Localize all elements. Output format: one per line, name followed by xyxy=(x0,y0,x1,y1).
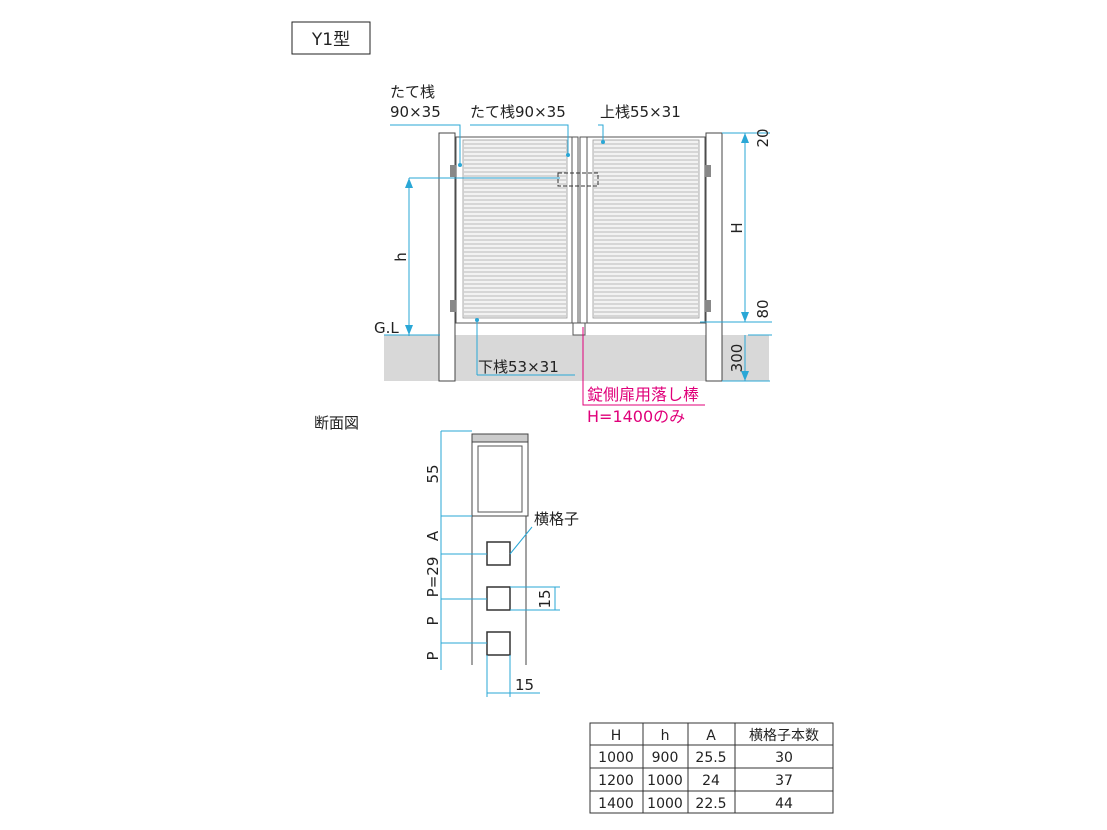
section-title: 断面図 xyxy=(314,414,359,432)
dot-icon xyxy=(566,153,570,157)
table-header: h xyxy=(661,728,670,744)
label-top-rail: 上桟55×31 xyxy=(600,103,681,121)
table-cell: 22.5 xyxy=(695,796,726,812)
table-cell: 30 xyxy=(775,750,793,766)
table-cell: 25.5 xyxy=(695,750,726,766)
spec-table: H h A 横格子本数 1000 900 25.5 30 1200 1000 2… xyxy=(589,722,834,814)
table-cell: 1000 xyxy=(598,750,634,766)
horizontal-slats xyxy=(464,143,698,317)
table-header: H xyxy=(611,728,622,744)
slat-section xyxy=(486,541,511,566)
label-h: h xyxy=(392,252,410,262)
arrow-icon xyxy=(741,312,749,322)
table-header: A xyxy=(706,728,716,744)
arrow-icon xyxy=(741,133,749,143)
title: Y1型 xyxy=(311,30,350,50)
label-mid-post: たて桟90×35 xyxy=(470,103,566,121)
label-dim-15-horizontal: 15 xyxy=(515,676,534,694)
label-dim-15-vertical: 15 xyxy=(536,589,554,608)
top-rail-cap xyxy=(471,433,529,443)
arrow-icon xyxy=(405,325,413,335)
title-box xyxy=(291,21,371,55)
leader-slat xyxy=(509,526,533,555)
right-post xyxy=(705,132,723,382)
left-slat-panel xyxy=(462,139,568,319)
table-cell: 24 xyxy=(702,773,720,789)
table-header: 横格子本数 xyxy=(749,728,819,744)
label-bottom-rail: 下桟53×31 xyxy=(478,358,559,376)
label-dim-80: 80 xyxy=(754,299,772,318)
hinge-icon xyxy=(705,165,711,177)
top-rail-inner xyxy=(477,445,523,513)
hinge-icon xyxy=(450,300,456,312)
leader-left-post xyxy=(390,124,461,165)
slat-section xyxy=(486,586,511,611)
label-H: H xyxy=(728,222,746,233)
arrow-icon xyxy=(405,178,413,188)
hinge-icon xyxy=(705,300,711,312)
drop-rod-foot xyxy=(572,322,586,336)
label-dim-p1: P xyxy=(424,616,442,625)
label-dim-A: A xyxy=(424,530,442,541)
label-slat: 横格子 xyxy=(534,510,579,528)
leader-drop-rod xyxy=(582,327,705,406)
dot-icon xyxy=(475,318,479,322)
label-left-post-line2: 90×35 xyxy=(390,103,441,121)
label-gl: G.L xyxy=(374,319,399,337)
arrow-icon xyxy=(741,371,749,381)
table-cell: 1400 xyxy=(598,796,634,812)
label-dim-p2: P xyxy=(424,651,442,660)
label-left-post-line1: たて桟 xyxy=(390,83,435,101)
label-drop-rod: 錠側扉用落し棒 xyxy=(587,385,699,404)
slat-section xyxy=(486,631,511,656)
label-drop-rod-note: H=1400のみ xyxy=(587,407,685,426)
left-post xyxy=(438,132,456,382)
table-cell: 1000 xyxy=(647,773,683,789)
latch-outline xyxy=(557,172,599,187)
table-cell: 1200 xyxy=(598,773,634,789)
label-dim-300: 300 xyxy=(728,344,746,373)
hinge-icon xyxy=(450,165,456,177)
table-cell: 1000 xyxy=(647,796,683,812)
table-cell: 44 xyxy=(775,796,793,812)
label-dim-p29: P=29 xyxy=(424,557,442,598)
center-stile-left xyxy=(571,136,579,324)
table-cell: 900 xyxy=(652,750,679,766)
center-stile-right xyxy=(579,136,588,324)
dot-icon xyxy=(458,163,462,167)
table-cell: 37 xyxy=(775,773,793,789)
leader-mid-post xyxy=(470,124,569,155)
dot-icon xyxy=(601,140,605,144)
label-dim-20: 20 xyxy=(754,128,772,147)
label-dim-55: 55 xyxy=(424,464,442,483)
leader-top-rail xyxy=(598,124,604,142)
right-slat-panel xyxy=(592,139,700,319)
